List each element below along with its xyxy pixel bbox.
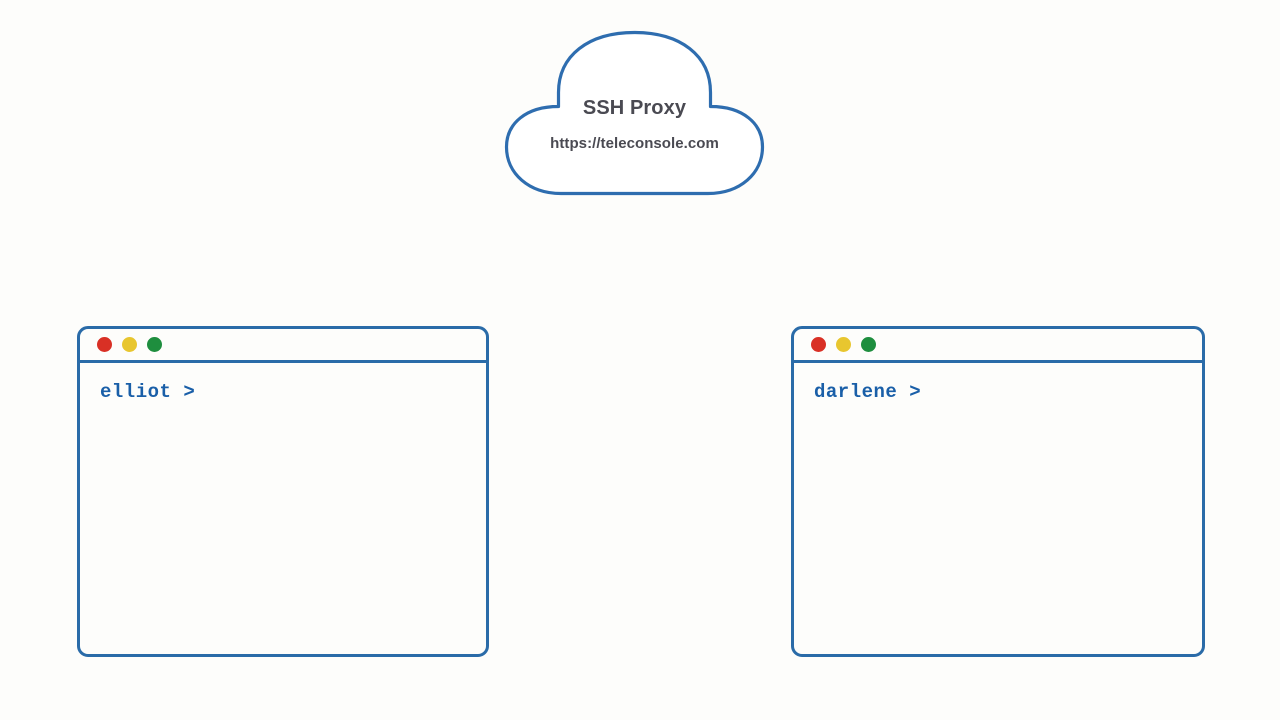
- maximize-dot-icon[interactable]: [861, 337, 876, 352]
- terminal-window-right[interactable]: darlene >: [791, 326, 1205, 657]
- cloud-icon: [504, 30, 765, 196]
- close-dot-icon[interactable]: [97, 337, 112, 352]
- terminal-titlebar-right: [794, 329, 1202, 363]
- minimize-dot-icon[interactable]: [122, 337, 137, 352]
- close-dot-icon[interactable]: [811, 337, 826, 352]
- maximize-dot-icon[interactable]: [147, 337, 162, 352]
- terminal-titlebar-left: [80, 329, 486, 363]
- terminal-body-left[interactable]: elliot >: [80, 363, 486, 651]
- terminal-window-left[interactable]: elliot >: [77, 326, 489, 657]
- terminal-body-right[interactable]: darlene >: [794, 363, 1202, 651]
- ssh-proxy-cloud-node: SSH Proxy https://teleconsole.com: [496, 22, 773, 204]
- minimize-dot-icon[interactable]: [836, 337, 851, 352]
- terminal-prompt-darlene: darlene >: [814, 381, 922, 403]
- terminal-prompt-elliot: elliot >: [100, 381, 196, 403]
